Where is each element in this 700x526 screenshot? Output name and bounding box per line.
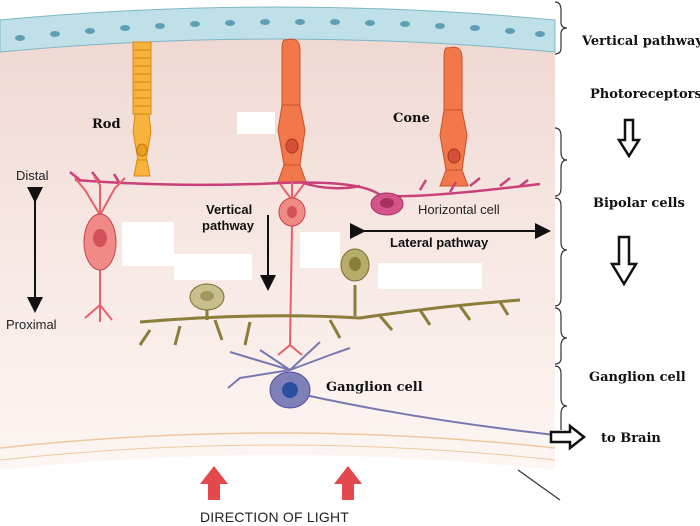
vertical-pathway-inner-label-1: Vertical (206, 202, 252, 217)
rod-cell (132, 41, 152, 177)
cone-label: Cone (393, 111, 430, 126)
bottom-pointer-line (517, 469, 561, 501)
retina-tissue (0, 35, 555, 470)
ganglion-cell (227, 341, 556, 436)
side-photoreceptors-label: Photoreceptors (590, 87, 700, 102)
pigment-epithelium (0, 6, 556, 53)
light-arrow-right (334, 466, 362, 500)
side-vertical-pathway-label: Vertical pathway (581, 34, 700, 49)
to-brain-arrow (549, 423, 587, 451)
down-arrow-1 (616, 118, 642, 159)
lateral-pathway-label: Lateral pathway (390, 235, 489, 250)
light-arrow-left (200, 466, 228, 500)
center-cone-cell (277, 38, 307, 183)
horizontal-cell-label: Horizontal cell (418, 202, 500, 217)
ganglion-cell-inner-label: Ganglion cell (326, 380, 423, 395)
cone-bipolar-cell (277, 180, 306, 356)
inner-limiting-membrane (0, 432, 556, 449)
epithelium-nuclei (15, 19, 545, 41)
horizontal-cell-nucleus (380, 198, 394, 208)
blank-label-box-2 (122, 222, 174, 266)
down-arrow-2 (609, 235, 639, 287)
amacrine-left-nucleus (200, 291, 214, 301)
light-arrows (200, 466, 362, 500)
blank-label-box-4 (300, 232, 340, 268)
proximal-label: Proximal (6, 317, 57, 332)
right-cone-cell (439, 46, 469, 187)
blank-label-box-1 (237, 112, 275, 134)
vertical-pathway-inner-label-2: pathway (202, 218, 255, 233)
to-brain-label: to Brain (601, 431, 661, 446)
side-bipolar-cells-label: Bipolar cells (593, 196, 685, 211)
horizontal-cell (69, 171, 541, 198)
right-braces (554, 1, 568, 430)
amacrine-plexus (138, 285, 521, 346)
direction-of-light-label: DIRECTION OF LIGHT (200, 509, 349, 525)
side-ganglion-cell-label: Ganglion cell (589, 370, 686, 385)
blank-label-box-5 (378, 263, 482, 289)
rod-label: Rod (92, 117, 121, 132)
distal-label: Distal (16, 168, 49, 183)
blank-label-box-3 (174, 254, 252, 280)
amacrine-right-nucleus (349, 257, 361, 271)
membrane-base (0, 444, 556, 461)
rod-bipolar-cell (74, 175, 126, 322)
